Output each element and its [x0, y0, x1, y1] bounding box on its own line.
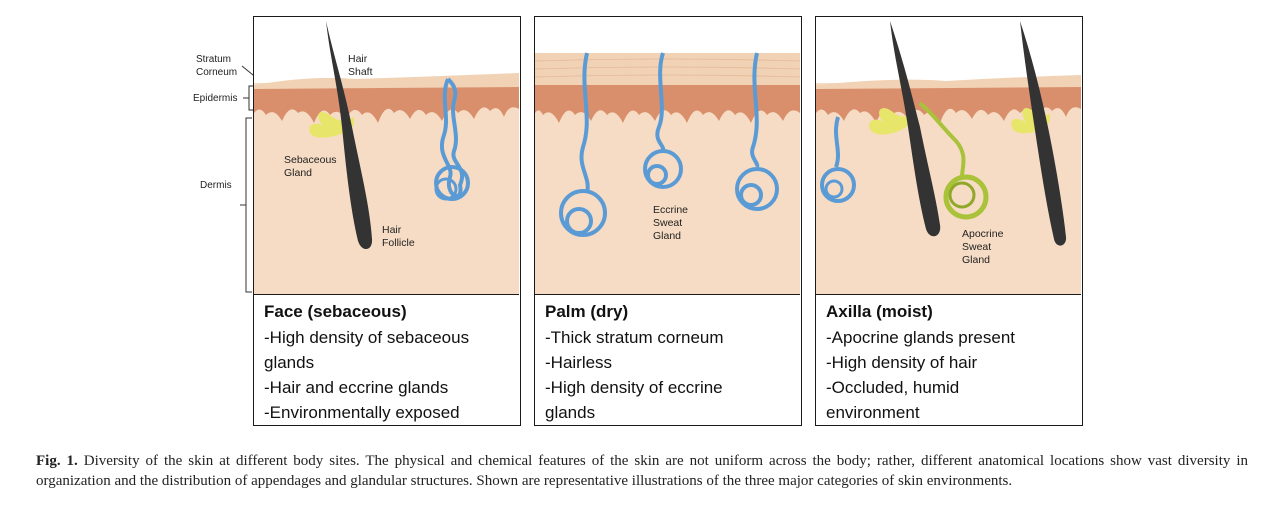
panel-line: -High density of eccrine — [545, 378, 723, 397]
panel-line: -Apocrine glands present — [826, 328, 1016, 347]
axilla-skin-illustration: Apocrine Sweat Gland — [816, 17, 1081, 295]
dermis-bracket — [240, 117, 252, 293]
hair-shaft-label: Hair Shaft — [348, 53, 373, 78]
eccrine-gland-shape — [559, 52, 779, 237]
panel-title: Axilla (moist) — [826, 302, 933, 321]
stratum-corneum-label: Stratum Corneum — [196, 54, 238, 78]
panel-title: Palm (dry) — [545, 302, 629, 321]
panel-line: -Environmentally exposed — [264, 403, 460, 422]
hair-shape — [326, 21, 373, 250]
figure-caption-text: Diversity of the skin at different body … — [36, 453, 1248, 489]
panel-line: -High density of hair — [826, 353, 978, 372]
eccrine-gland-shape — [440, 77, 464, 199]
apocrine-gland-shape — [918, 101, 966, 178]
panel-line: -Occluded, humid — [826, 378, 960, 397]
panel-line: -Hairless — [545, 353, 613, 372]
epidermis-bracket — [243, 85, 253, 111]
palm-skin-illustration: Eccrine Sweat Gland — [535, 17, 800, 295]
hair-shape — [890, 21, 941, 237]
panel-line: -Hair and eccrine glands — [264, 378, 449, 397]
face-skin-illustration: Hair Shaft Sebaceous Gland Hair Follicle — [254, 17, 519, 295]
epidermis-label: Epidermis — [193, 93, 238, 104]
panel-title: Face (sebaceous) — [264, 302, 407, 321]
dermis-label: Dermis — [200, 180, 232, 191]
panel-line: -Thick stratum corneum — [545, 328, 724, 347]
apocrine-gland-label: Apocrine Sweat Gland — [962, 228, 1006, 266]
sebaceous-gland-label: Sebaceous Gland — [284, 154, 339, 179]
eccrine-gland-label: Eccrine Sweat Gland — [653, 204, 691, 242]
panel-line: glands — [545, 403, 596, 422]
panel-line: -High density of sebaceous — [264, 328, 470, 347]
figure-caption: Fig. 1. Diversity of the skin at differe… — [36, 451, 1248, 491]
panel-palm: Eccrine Sweat Gland Palm (dry) -Thick st… — [534, 16, 802, 426]
panel-face: Hair Shaft Sebaceous Gland Hair Follicle… — [253, 16, 521, 426]
panel-line: environment — [826, 403, 920, 422]
figure-label: Fig. 1. — [36, 453, 78, 469]
hair-follicle-label: Hair Follicle — [382, 224, 415, 249]
panel-axilla: Apocrine Sweat Gland Axilla (moist) -Apo… — [815, 16, 1083, 426]
panel-line: glands — [264, 353, 315, 372]
